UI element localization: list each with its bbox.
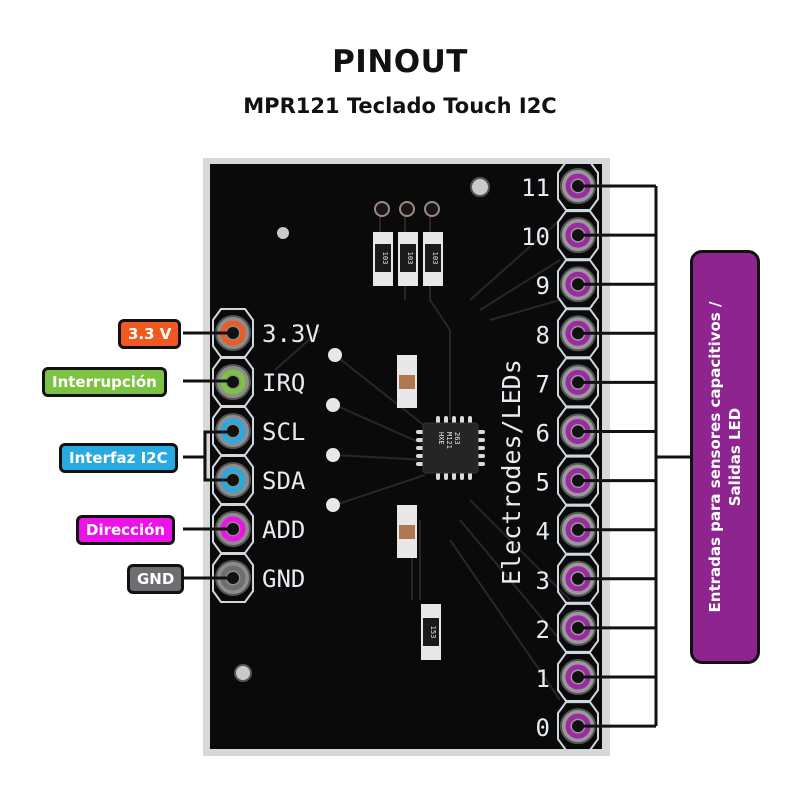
page-subtitle: MPR121 Teclado Touch I2C (243, 94, 557, 118)
chip-marking-2: M121 (445, 432, 453, 449)
mounting-hole (470, 177, 490, 197)
pin-silk-label: SCL (262, 418, 305, 446)
pin-number: 3 (536, 567, 550, 595)
mounting-hole (234, 664, 252, 682)
chip-marking-3: HXE (437, 432, 445, 445)
side-label-line2: Salidas LED (726, 407, 744, 507)
pin-number: 6 (536, 420, 550, 448)
pin-number: 4 (536, 518, 550, 546)
mpr121-chip: 263 M121 HXE (416, 416, 485, 480)
board-silk-electrodes: Electrodes/LEDs (497, 359, 526, 585)
pin-silk-label: IRQ (262, 369, 305, 397)
left-pin-add: ADD (212, 504, 305, 554)
pin-number: 9 (536, 272, 550, 300)
resistor-marking: 103 (381, 252, 389, 265)
test-pads (326, 348, 342, 512)
pin-number: 8 (536, 321, 550, 349)
label-interrupcion: Interrupción (42, 367, 167, 397)
page-title: PINOUT (332, 44, 468, 80)
pin-number: 7 (536, 370, 550, 398)
side-label: Entradas para sensores capacitivos / Sal… (690, 250, 760, 664)
resistor-array: 103 103 103 (373, 232, 443, 286)
resistor: 153 (421, 604, 441, 660)
resistor-marking: 103 (431, 252, 439, 265)
resistor-marking: 103 (406, 252, 414, 265)
pin-number: 0 (536, 714, 550, 742)
capacitor (397, 505, 417, 558)
pin-number: 10 (521, 223, 550, 251)
label-gnd: GND (127, 564, 185, 594)
left-pin-header: 3.3V IRQ SCL SDA ADD GND (212, 308, 320, 603)
side-label-line1: Entradas para sensores capacitivos / (706, 301, 724, 613)
chip-marking-1: 263 (453, 432, 461, 445)
label-direccion: Dirección (76, 515, 176, 545)
capacitor (397, 355, 417, 408)
pin-silk-label: GND (262, 565, 305, 593)
left-pin-sda: SDA (212, 455, 306, 505)
pin-number: 2 (536, 616, 550, 644)
pin-number: 11 (521, 174, 550, 202)
pin-silk-label: SDA (262, 467, 306, 495)
pin-number: 1 (536, 665, 550, 693)
pin-silk-label: ADD (262, 516, 305, 544)
side-label-box (690, 250, 760, 664)
pin-number: 5 (536, 469, 550, 497)
left-connectors (183, 331, 232, 580)
right-connectors (578, 184, 690, 728)
pin-silk-label: 3.3V (262, 320, 320, 348)
label-3v3: 3.3 V (118, 319, 182, 349)
jumper-holes (374, 201, 440, 217)
label-i2c: Interfaz I2C (59, 443, 178, 473)
via (277, 227, 289, 239)
left-pin-gnd: GND (212, 553, 305, 603)
resistor-marking: 153 (429, 626, 437, 639)
